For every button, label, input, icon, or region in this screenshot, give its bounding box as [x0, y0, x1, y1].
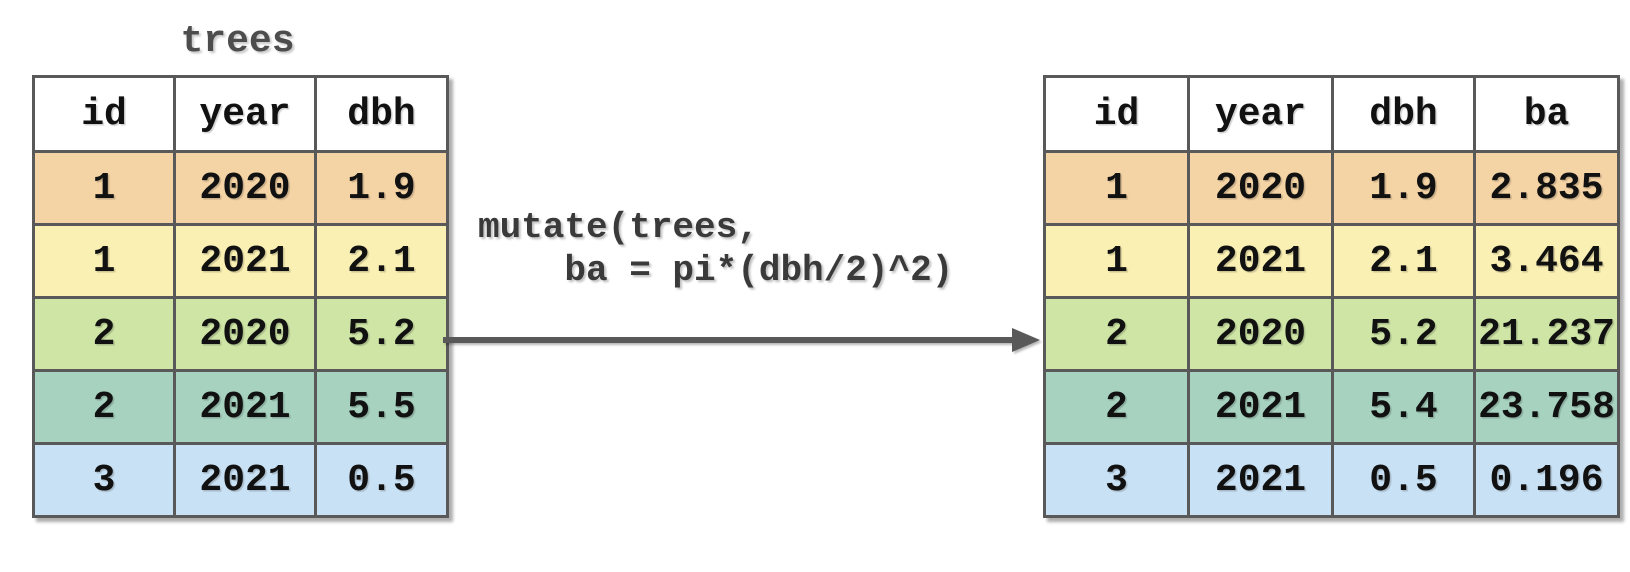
table-cell: 5.5 [314, 369, 449, 445]
table-cell: 23.758 [1473, 369, 1620, 445]
table-cell: 2021 [173, 369, 317, 445]
table-cell: 3.464 [1473, 223, 1620, 299]
table-cell: 2.1 [1331, 223, 1476, 299]
table-cell: 2020 [173, 296, 317, 372]
table-cell: 5.4 [1331, 369, 1476, 445]
table-cell: 2 [32, 296, 176, 372]
table-cell: 2020 [1187, 150, 1334, 226]
mutate-code-label: mutate(trees, ba = pi*(dbh/2)^2) [478, 207, 954, 291]
table-cell: 1 [1043, 150, 1190, 226]
table-cell: 2 [1043, 296, 1190, 372]
arrow-shaft [443, 337, 1014, 343]
table-cell: 2021 [1187, 223, 1334, 299]
table-cell: 2021 [1187, 442, 1334, 518]
table-cell: 0.5 [314, 442, 449, 518]
table-cell: 2 [1043, 369, 1190, 445]
table-cell: 21.237 [1473, 296, 1620, 372]
column-header-year: year [173, 75, 317, 153]
arrow-head-icon [1012, 328, 1040, 352]
table-cell: 1.9 [314, 150, 449, 226]
table-cell: 2020 [1187, 296, 1334, 372]
table-cell: 0.196 [1473, 442, 1620, 518]
column-header-id: id [1043, 75, 1190, 153]
left-table-title: trees [180, 20, 295, 63]
table-cell: 1 [32, 150, 176, 226]
column-header-id: id [32, 75, 176, 153]
column-header-dbh: dbh [314, 75, 449, 153]
table-cell: 1.9 [1331, 150, 1476, 226]
table-cell: 2020 [173, 150, 317, 226]
table-cell: 3 [32, 442, 176, 518]
table-cell: 2021 [173, 442, 317, 518]
table-cell: 0.5 [1331, 442, 1476, 518]
table-cell: 2.835 [1473, 150, 1620, 226]
column-header-year: year [1187, 75, 1334, 153]
table-cell: 1 [32, 223, 176, 299]
table-cell: 2 [32, 369, 176, 445]
table-cell: 2.1 [314, 223, 449, 299]
table-cell: 5.2 [314, 296, 449, 372]
column-header-dbh: dbh [1331, 75, 1476, 153]
table-cell: 2021 [1187, 369, 1334, 445]
table-cell: 3 [1043, 442, 1190, 518]
column-header-ba: ba [1473, 75, 1620, 153]
table-cell: 2021 [173, 223, 317, 299]
table-cell: 5.2 [1331, 296, 1476, 372]
table-cell: 1 [1043, 223, 1190, 299]
